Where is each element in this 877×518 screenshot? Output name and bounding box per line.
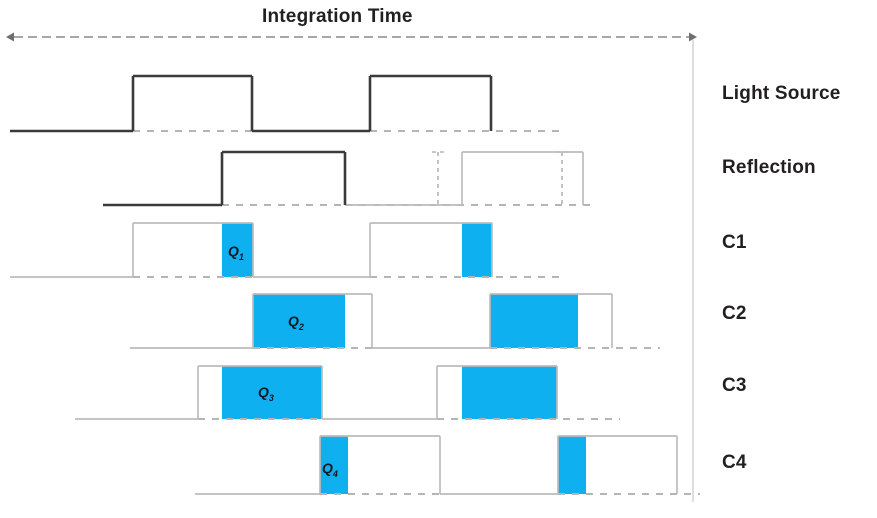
charge-label-subscript: 3 bbox=[268, 392, 274, 403]
charge-label-q2: Q2 bbox=[288, 313, 304, 332]
row-label-reflection: Reflection bbox=[722, 157, 816, 178]
charge-fill-q4b bbox=[558, 436, 586, 494]
charge-fill-q1 bbox=[222, 223, 253, 277]
charge-label-subscript: 1 bbox=[238, 251, 244, 262]
charge-fill-q4 bbox=[320, 436, 348, 494]
row-label-c3: C3 bbox=[722, 375, 747, 396]
charge-label-subscript: 4 bbox=[332, 468, 338, 479]
charge-fill-q2 bbox=[253, 294, 345, 348]
row-label-c1: C1 bbox=[722, 232, 747, 253]
charge-label-text: Q bbox=[258, 384, 269, 400]
charge-label-q1: Q1 bbox=[228, 243, 244, 262]
charge-fill-q3b bbox=[462, 366, 557, 419]
page-title: Integration Time bbox=[262, 6, 413, 27]
charge-label-subscript: 2 bbox=[298, 321, 304, 332]
charge-fill-q2b bbox=[490, 294, 578, 348]
charge-label-q3: Q3 bbox=[258, 384, 274, 403]
charge-label-text: Q bbox=[228, 243, 239, 259]
charge-label-text: Q bbox=[288, 313, 299, 329]
charge-label-text: Q bbox=[322, 460, 333, 476]
row-label-c2: C2 bbox=[722, 303, 747, 324]
charge-label-q4: Q4 bbox=[322, 460, 338, 479]
charge-fill-q1b bbox=[462, 223, 492, 277]
row-label-light-source: Light Source bbox=[722, 83, 841, 104]
charge-fill-q3 bbox=[222, 366, 322, 419]
row-label-c4: C4 bbox=[722, 452, 747, 473]
